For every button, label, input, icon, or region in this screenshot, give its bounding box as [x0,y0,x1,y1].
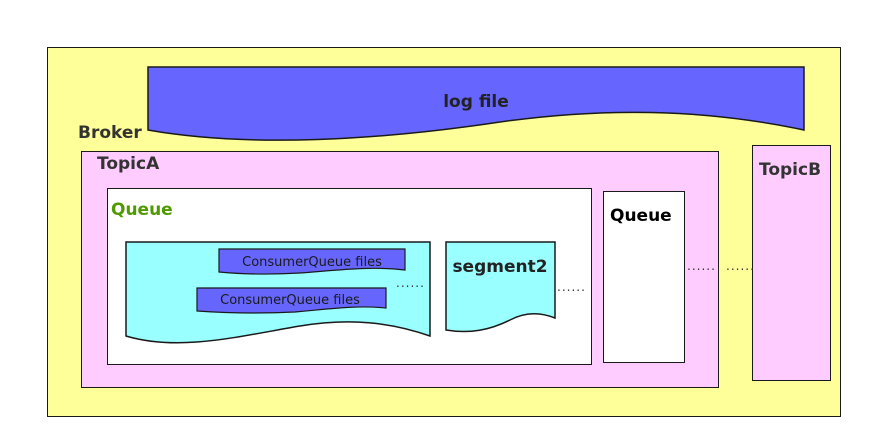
ellipsis-3: ...... [687,259,716,273]
consumer-queue-file-2-shape [196,287,387,314]
queue-label: Queue [111,200,173,220]
segment-2-shape [445,241,556,333]
segment-2-label: segment2 [452,257,547,277]
consumer-queue-file-2-label: ConsumerQueue files [220,293,360,308]
queue-box-2 [603,191,685,363]
consumer-queue-file-1-label: ConsumerQueue files [242,255,382,270]
topic-b-label: TopicB [759,160,822,180]
ellipsis-4: ...... [726,259,755,273]
consumer-queue-file-1-shape [218,248,406,275]
queue-2-label: Queue [610,206,672,226]
ellipsis-2: ...... [557,280,586,294]
ellipsis-1: ...... [396,276,425,290]
log-file-label: log file [443,92,509,112]
broker-label: Broker [78,123,142,143]
log-file-shape [147,66,805,141]
topic-a-label: TopicA [97,154,160,174]
topic-b-box [752,145,831,381]
